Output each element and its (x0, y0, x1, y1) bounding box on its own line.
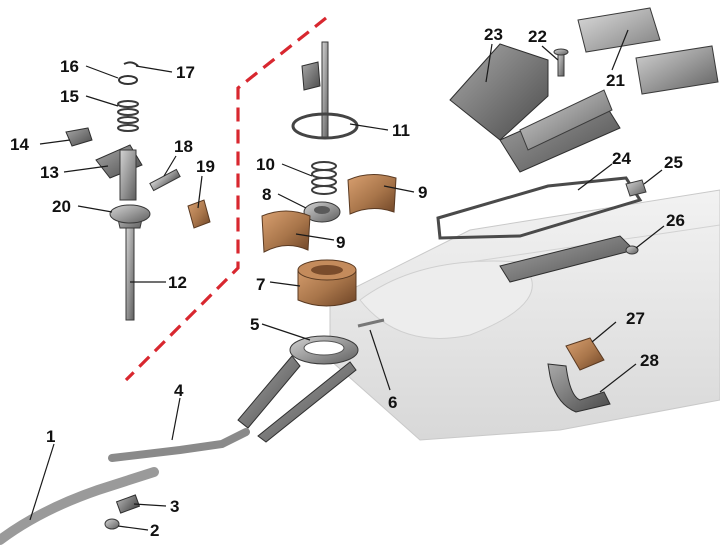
callout-2: 2 (150, 521, 159, 540)
part-18-pin (149, 168, 181, 192)
callout-23: 23 (484, 25, 503, 44)
part-5-lever-housing (237, 335, 359, 443)
part-21-upper-plate (577, 7, 661, 53)
callout-20: 20 (52, 197, 71, 216)
part-9-upper-half-shell (347, 174, 397, 215)
part-2-bolt (104, 518, 120, 530)
part-15-spring (117, 100, 139, 132)
callout-17: 17 (176, 63, 195, 82)
part-14-bracket (65, 127, 93, 147)
callout-3: 3 (170, 497, 179, 516)
boundary-dashed-line (124, 16, 327, 382)
callout-21: 21 (606, 71, 625, 90)
part-7-rubber-bushing (297, 259, 357, 307)
callout-28: 28 (640, 351, 659, 370)
callout-15: 15 (60, 87, 79, 106)
callout-10: 10 (256, 155, 275, 174)
callout-11: 11 (392, 121, 410, 140)
part-20-ball-joint (109, 204, 151, 224)
part-10-spring (311, 161, 337, 195)
part-28-clamp-bracket (547, 363, 611, 413)
part-21-lower-plate (635, 45, 719, 95)
part-9-lower-half-shell (261, 210, 311, 253)
callout-1: 1 (46, 427, 55, 446)
part-11-lever-cup (291, 41, 359, 140)
leader-lines (29, 29, 665, 531)
callout-27: 27 (626, 309, 645, 328)
callout-14: 14 (10, 135, 29, 154)
callout-4: 4 (174, 381, 184, 400)
part-26-stud (625, 245, 639, 255)
callout-labels: 1 2 3 4 5 6 7 8 9 9 10 11 12 13 14 15 16… (10, 25, 685, 540)
callout-25: 25 (664, 153, 683, 172)
part-17-clip (123, 61, 139, 67)
callout-13: 13 (40, 163, 59, 182)
part-16-washer (118, 75, 138, 85)
callout-24: 24 (612, 149, 631, 168)
part-13-lever-head (95, 144, 143, 201)
callout-7: 7 (256, 275, 265, 294)
callout-9-upper: 9 (418, 183, 427, 202)
callout-18: 18 (174, 137, 193, 156)
part-1-shift-rod (0, 467, 159, 545)
part-8-bearing (303, 201, 341, 223)
callout-9-lower: 9 (336, 233, 345, 252)
callout-22: 22 (528, 27, 547, 46)
callout-12: 12 (168, 273, 187, 292)
part-6-rod (357, 318, 385, 328)
part-27-rubber-pad (565, 337, 605, 371)
part-22-bolt (553, 48, 569, 77)
callout-19: 19 (196, 157, 215, 176)
callout-8: 8 (262, 185, 271, 204)
part-23-support-frame (449, 43, 621, 173)
callout-16: 16 (60, 57, 79, 76)
callout-26: 26 (666, 211, 685, 230)
callout-5: 5 (250, 315, 259, 334)
part-25-nut (625, 179, 647, 197)
part-3-clamp (115, 494, 141, 514)
part-4-link-rod (108, 428, 250, 462)
callout-6: 6 (388, 393, 397, 412)
